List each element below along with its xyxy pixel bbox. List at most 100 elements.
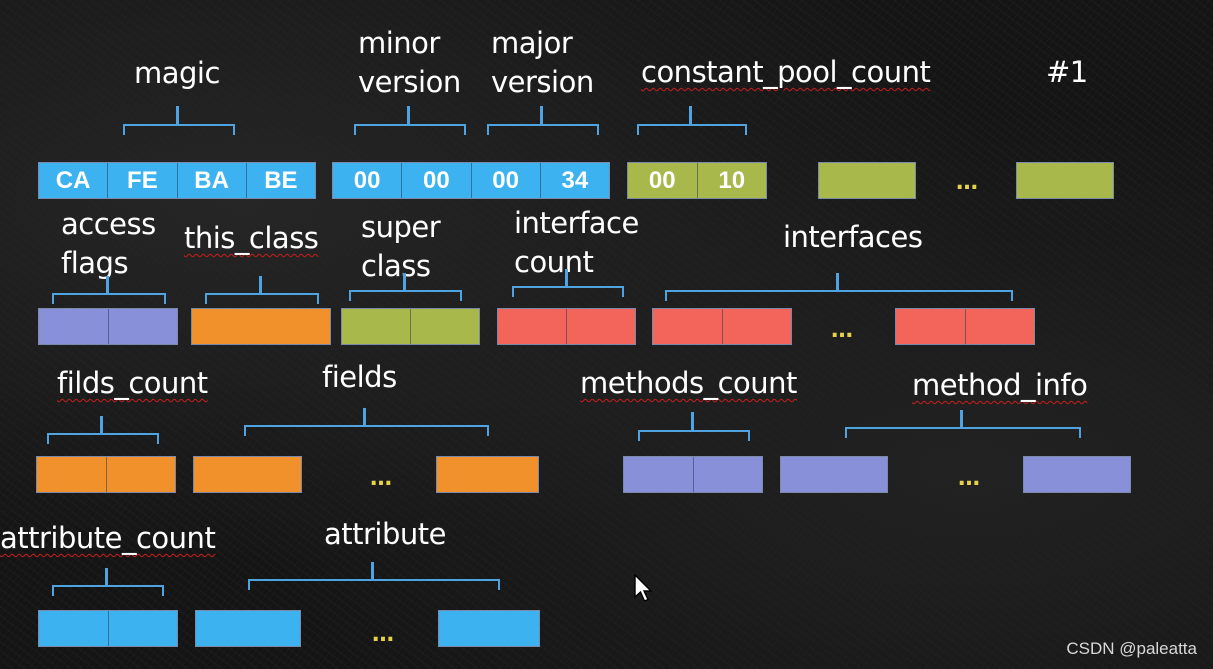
ellipsis-interfaces: … (831, 318, 854, 343)
magic-byte-1: CA (39, 163, 109, 198)
brace-major-version (487, 124, 599, 135)
label-fields: fields (322, 360, 397, 394)
magic-byte-2: FE (108, 163, 178, 198)
brace-constant-pool-count (637, 124, 747, 135)
label-super-class: super class (361, 210, 441, 283)
interface-count-byte-2 (567, 309, 635, 344)
label-cp-index: #1 (1046, 55, 1088, 89)
interface-count-byte-1 (498, 309, 567, 344)
brace-access-flags (52, 293, 166, 304)
label-constant-pool-count: constant_pool_count (641, 55, 931, 89)
brace-interfaces (665, 290, 1013, 301)
brace-methods-count (638, 430, 750, 441)
brace-tick-minor-version (407, 106, 410, 124)
ellipsis-fields: … (370, 466, 393, 491)
brace-filds-count (47, 433, 159, 444)
interface-entry-byte-1 (653, 309, 723, 344)
magic-byte-4: BE (264, 166, 298, 194)
access-flags-byte-2 (109, 309, 178, 344)
interface-last-entry-box (895, 308, 1035, 345)
ellipsis-attributes: … (372, 622, 395, 647)
interface-entry-box (652, 308, 792, 345)
access-flags-byte-1 (39, 309, 109, 344)
label-major-version: major version (491, 26, 594, 99)
label-interface-count: interface count (514, 206, 639, 279)
label-magic: magic (134, 56, 220, 90)
label-attribute: attribute (324, 517, 447, 551)
methods-count-byte-1 (624, 457, 694, 492)
brace-tick-interfaces (836, 273, 839, 291)
interface-entry-byte-2 (723, 309, 792, 344)
label-minor-version: minor version (358, 26, 461, 99)
method-last-entry-box (1023, 456, 1131, 493)
brace-tick-interface-count (565, 269, 568, 287)
brace-attribute (248, 579, 500, 590)
attribute-entry-box (195, 610, 301, 647)
constant-pool-last-entry-box (1016, 162, 1114, 199)
brace-method-info (845, 427, 1081, 438)
fields-count-byte-1 (37, 457, 107, 492)
ellipsis-methods: … (958, 466, 981, 491)
interface-last-entry-byte-1 (896, 309, 966, 344)
attribute-last-entry-box (438, 610, 540, 647)
brace-tick-methods-count (691, 412, 694, 430)
attribute-count-byte-2 (109, 611, 178, 646)
magic-byte-3: BA (178, 163, 247, 198)
brace-super-class (349, 290, 462, 301)
constant-pool-count-byte-2: 10 (718, 166, 746, 194)
super-class-byte-2 (411, 309, 479, 344)
major-version-byte-1: 00 (472, 163, 541, 198)
brace-tick-magic (176, 106, 179, 124)
label-interfaces: interfaces (783, 220, 923, 254)
label-attribute-count: attribute_count (0, 521, 216, 555)
brace-minor-version (354, 124, 466, 135)
fields-count-box (36, 456, 176, 493)
label-methods-count: methods_count (580, 366, 797, 400)
brace-interface-count (512, 286, 624, 297)
fields-count-byte-2 (107, 457, 176, 492)
field-last-entry-box (436, 456, 539, 493)
constant-pool-count-box: 00 10 (627, 162, 767, 199)
brace-tick-attribute (371, 562, 374, 580)
method-entry-box (780, 456, 888, 493)
brace-tick-fields (363, 408, 366, 426)
field-entry-box (193, 456, 302, 493)
attribute-count-byte-1 (39, 611, 109, 646)
attribute-count-box (38, 610, 178, 647)
mouse-cursor-icon (634, 574, 653, 602)
super-class-box (341, 308, 480, 345)
label-filds-count: filds_count (57, 366, 208, 400)
brace-tick-attribute-count (105, 568, 108, 586)
brace-tick-access-flags (106, 276, 109, 294)
minor-version-byte-2: 00 (402, 163, 472, 198)
watermark: CSDN @paleatta (1066, 639, 1197, 658)
label-this-class: this_class (184, 221, 319, 255)
super-class-byte-1 (342, 309, 411, 344)
interface-last-entry-byte-2 (966, 309, 1035, 344)
minor-version-byte-1: 00 (333, 163, 403, 198)
brace-tick-this-class (259, 276, 262, 294)
brace-tick-super-class (403, 273, 406, 291)
methods-count-byte-2 (694, 457, 763, 492)
ellipsis-constant-pool: … (956, 170, 979, 195)
brace-fields (244, 425, 489, 436)
methods-count-box (623, 456, 763, 493)
access-flags-box (38, 308, 178, 345)
major-version-byte-2: 34 (561, 166, 589, 194)
this-class-box (191, 308, 331, 345)
interface-count-box (497, 308, 636, 345)
brace-this-class (205, 293, 319, 304)
magic-bytes-box: CA FE BA BE (38, 162, 316, 199)
brace-tick-method-info (960, 410, 963, 428)
brace-tick-major-version (540, 106, 543, 124)
constant-pool-count-byte-1: 00 (628, 163, 698, 198)
brace-tick-constant-pool-count (689, 106, 692, 124)
version-bytes-box: 00 00 00 34 (332, 162, 610, 199)
label-access-flags: access flags (61, 207, 156, 280)
brace-tick-filds-count (100, 416, 103, 434)
label-method-info: method_info (912, 368, 1088, 402)
brace-magic (123, 124, 235, 135)
brace-attribute-count (52, 585, 164, 596)
constant-pool-entry-box (818, 162, 916, 199)
